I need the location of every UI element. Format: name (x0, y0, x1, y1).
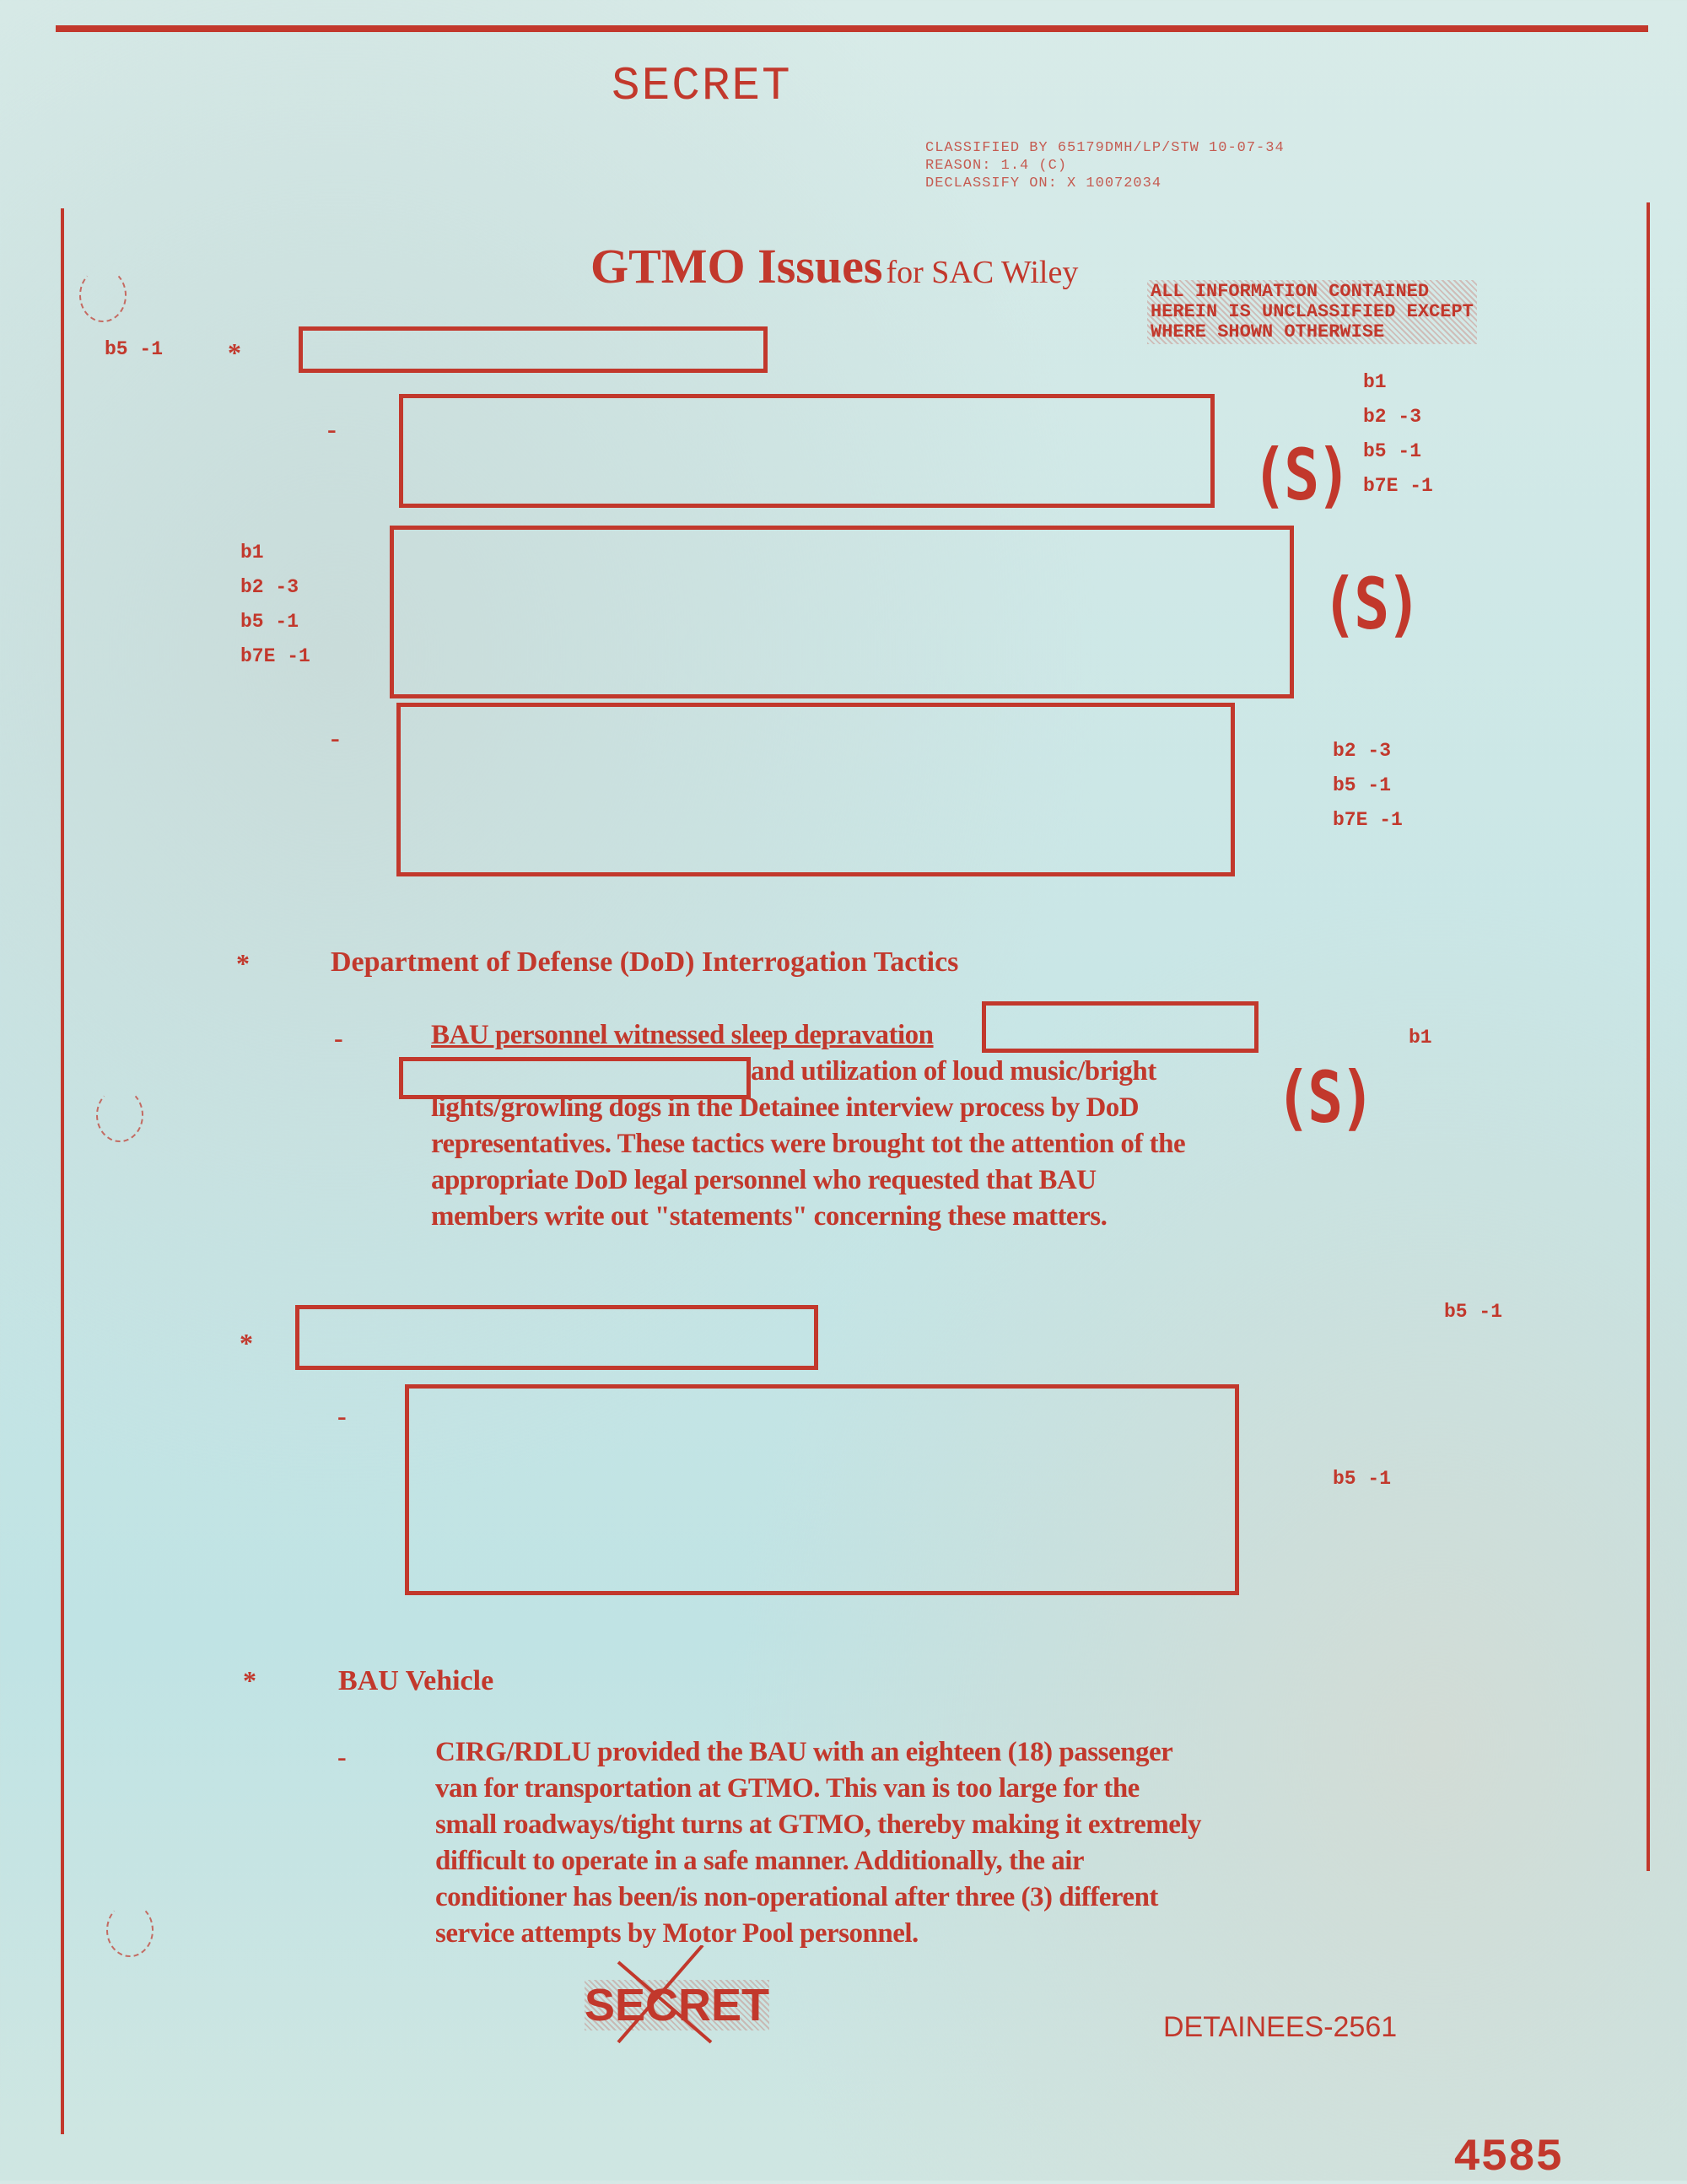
page-title: GTMO Issues for SAC Wiley (590, 238, 1078, 294)
page-number: 4585 (1453, 2133, 1563, 2184)
declassify-line: DECLASSIFY ON: X 10072034 (925, 175, 1162, 191)
bullet-star: * (236, 948, 250, 979)
punch-hole-mark (79, 268, 127, 322)
exemption-code: b2 -3 (240, 576, 299, 598)
redaction-box (399, 394, 1215, 508)
classified-by-line: CLASSIFIED BY 65179DMH/LP/STW 10-07-34 (925, 140, 1285, 156)
bullet-star: * (228, 337, 241, 368)
redaction-box (299, 326, 768, 373)
reason-line: REASON: 1.4 (C) (925, 158, 1068, 174)
dash-bullet: - (334, 1022, 343, 1053)
dash-bullet: - (327, 413, 337, 444)
exemption-code: b5 -1 (1333, 774, 1392, 796)
secret-portion-mark: (S) (1322, 562, 1421, 646)
paragraph-line: small roadways/tight turns at GTMO, ther… (435, 1809, 1202, 1840)
redaction-box (405, 1384, 1239, 1595)
punch-hole-mark (96, 1088, 143, 1142)
bullet-star: * (240, 1328, 253, 1358)
section-heading: Department of Defense (DoD) Interrogatio… (331, 946, 959, 978)
redaction-box (399, 1057, 751, 1099)
exemption-code: b5 -1 (1333, 1468, 1392, 1490)
redaction-box (390, 526, 1294, 698)
exemption-codes: b1 b2 -3 b5 -1 b7E -1 (240, 536, 310, 674)
paragraph: lights/growling dogs in the Detainee int… (431, 1090, 1186, 1235)
strikethrough-x-icon (617, 1945, 713, 2044)
title-main: GTMO Issues (590, 239, 883, 294)
paragraph-line: conditioner has been/is non-operational … (435, 1882, 1158, 1912)
exemption-codes: b1 b2 -3 b5 -1 b7E -1 (1363, 365, 1433, 504)
exemption-code: b1 (1409, 1027, 1432, 1049)
exemption-code: b2 -3 (1333, 740, 1392, 762)
redaction-box (396, 703, 1235, 876)
stamp-line: HEREIN IS UNCLASSIFIED EXCEPT (1151, 301, 1474, 322)
stamp-line: WHERE SHOWN OTHERWISE (1151, 321, 1385, 342)
punch-hole-mark (106, 1903, 154, 1957)
paragraph-line: representatives. These tactics were brou… (431, 1129, 1186, 1159)
right-border-rule (1647, 202, 1650, 1871)
paragraph-line: lights/growling dogs in the Detainee int… (431, 1092, 1140, 1123)
paragraph-line: and utilization of loud music/bright (751, 1056, 1156, 1087)
exemption-code: b1 (240, 542, 264, 564)
exemption-code: b7E -1 (1333, 809, 1403, 831)
exemption-code: b5 -1 (105, 338, 164, 360)
redaction-box (295, 1305, 818, 1370)
classification-bottom: SECRET (585, 1945, 770, 2044)
exemption-code: b1 (1363, 371, 1387, 393)
paragraph-line: appropriate DoD legal personnel who requ… (431, 1165, 1097, 1195)
paragraph-line: difficult to operate in a safe manner. A… (435, 1846, 1085, 1876)
secret-portion-mark: (S) (1252, 433, 1351, 517)
bullet-star: * (243, 1665, 256, 1696)
stamp-line: ALL INFORMATION CONTAINED (1151, 281, 1430, 302)
exemption-code: b5 -1 (1363, 440, 1422, 462)
redaction-box (982, 1001, 1259, 1053)
left-border-rule (61, 208, 64, 2134)
paragraph-line: CIRG/RDLU provided the BAU with an eight… (435, 1737, 1173, 1767)
exemption-code: b2 -3 (1363, 406, 1422, 428)
exemption-code: b7E -1 (1363, 475, 1433, 497)
classification-block: CLASSIFIED BY 65179DMH/LP/STW 10-07-34 R… (925, 139, 1285, 192)
paragraph-line: members write out "statements" concernin… (431, 1201, 1108, 1232)
paragraph: CIRG/RDLU provided the BAU with an eight… (435, 1734, 1202, 1952)
classification-top: SECRET (612, 59, 792, 113)
exemption-code: b5 -1 (1444, 1301, 1503, 1323)
classification-bottom-text: SECRET (585, 1980, 770, 2030)
declassification-stamp: ALL INFORMATION CONTAINED HEREIN IS UNCL… (1147, 280, 1477, 344)
dash-bullet: - (337, 1400, 347, 1431)
paragraph-line: BAU personnel witnessed sleep depravatio… (431, 1020, 934, 1050)
exemption-code: b5 -1 (240, 611, 299, 633)
exemption-code: b7E -1 (240, 645, 310, 667)
top-border-rule (56, 25, 1648, 32)
secret-portion-mark: (S) (1275, 1055, 1375, 1140)
exemption-codes: b2 -3 b5 -1 b7E -1 (1333, 734, 1403, 838)
bates-number: DETAINEES-2561 (1163, 2011, 1398, 2043)
paragraph-line: van for transportation at GTMO. This van… (435, 1773, 1140, 1804)
paragraph-line: service attempts by Motor Pool personnel… (435, 1918, 919, 1949)
dash-bullet: - (331, 722, 340, 752)
dash-bullet: - (337, 1741, 347, 1771)
section-heading: BAU Vehicle (338, 1665, 494, 1696)
title-sub: for SAC Wiley (886, 255, 1079, 290)
